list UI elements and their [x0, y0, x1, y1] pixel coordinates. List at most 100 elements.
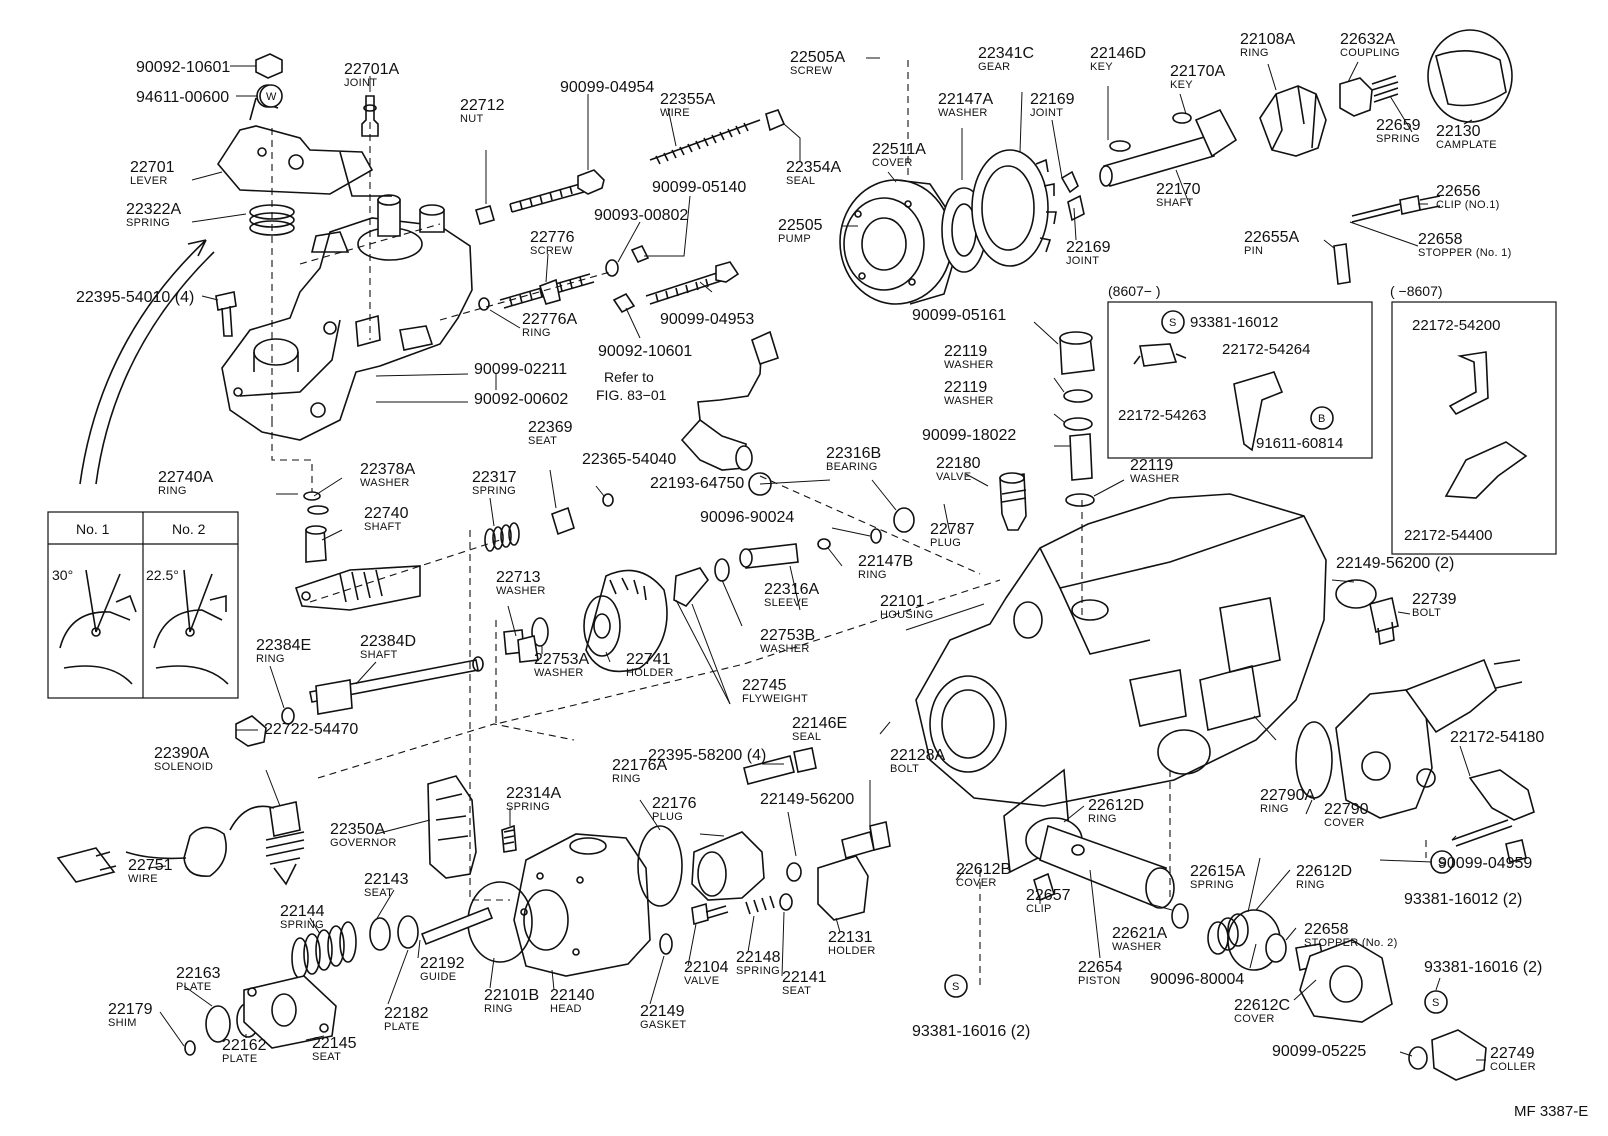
head-22140-drawing	[420, 825, 683, 977]
cover-22790-drawing	[1295, 658, 1523, 819]
part-number: 22722-54470	[264, 721, 358, 738]
flyweight-holder-drawing	[503, 567, 709, 673]
part-name: JOINT	[1066, 255, 1099, 267]
part-number: 90099-05225	[1272, 1043, 1366, 1060]
coupling-drawing	[1339, 75, 1399, 117]
part-number: 22144	[280, 903, 325, 920]
part-number: 22143	[364, 871, 409, 888]
part-number: 22170	[1156, 181, 1201, 198]
part-name: JOINT	[344, 77, 377, 89]
inset-left-item: 22172-54263	[1118, 407, 1206, 424]
part-number: 22621A	[1112, 925, 1167, 942]
part-number: 22712	[460, 97, 505, 114]
part-number: 22146E	[792, 715, 847, 732]
part-number: 22655A	[1244, 229, 1299, 246]
part-number: 22101B	[484, 987, 539, 1004]
part-number: 22790	[1324, 801, 1369, 818]
leader-lines	[147, 57, 1486, 1061]
part-name: WASHER	[1112, 941, 1162, 953]
part-name: SCREW	[790, 65, 833, 77]
callout: 90099-05140	[652, 179, 746, 196]
part-drawings	[47, 29, 1557, 1081]
symbol-s: S	[1169, 317, 1177, 329]
part-number: 22130	[1436, 123, 1481, 140]
part-name: VALVE	[936, 471, 971, 483]
part-name: RING	[484, 1003, 513, 1015]
bolt-22395-54010-drawing	[215, 291, 237, 337]
pump-housing-drawing	[915, 493, 1327, 874]
inset-right-title: ( −8607)	[1390, 283, 1443, 299]
part-name: SHAFT	[364, 521, 402, 533]
part-name: BOLT	[1412, 607, 1441, 619]
part-number: 22162	[222, 1037, 267, 1054]
part-number: 22149-56200 (2)	[1336, 555, 1454, 572]
cover-22612c-drawing	[1207, 909, 1487, 1081]
part-name: STOPPER (No. 2)	[1304, 937, 1398, 949]
part-number: 90092-00602	[474, 391, 568, 408]
part-name: NUT	[460, 113, 484, 125]
part-number: 93381-16016 (2)	[1424, 959, 1542, 976]
part-name: RING	[158, 485, 187, 497]
joint-22701a-drawing	[361, 95, 379, 137]
bracket-22172-54180-drawing	[1451, 769, 1535, 863]
part-number: 22182	[384, 1005, 429, 1022]
part-number: 90099-05161	[912, 307, 1006, 324]
callout: 22149-56200 (2)	[1336, 555, 1454, 572]
callout: 22395-54010 (4)	[76, 289, 194, 306]
part-name: COVER	[956, 877, 997, 889]
inset-box-right	[1391, 301, 1557, 555]
part-number: 22658	[1418, 231, 1463, 248]
clip-stopper-pin-drawing	[1333, 195, 1441, 285]
callout: 90099-02211	[474, 361, 567, 378]
part-name: RING	[1260, 803, 1289, 815]
inset-left-title: (8607− )	[1108, 283, 1161, 299]
callout: 90099-05161	[912, 307, 1006, 324]
part-number: 22314A	[506, 785, 561, 802]
part-number: 22505A	[790, 49, 845, 66]
part-name: WASHER	[938, 107, 988, 119]
plates-drawing	[184, 975, 337, 1056]
inset-box-left	[1107, 301, 1373, 459]
part-number: 22179	[108, 1001, 153, 1018]
part-name: SOLENOID	[154, 761, 213, 773]
drive-ring-drawing	[1259, 85, 1327, 157]
part-name: WASHER	[760, 643, 810, 655]
part-number: 22776	[530, 229, 575, 246]
part-number: 22740	[364, 505, 409, 522]
part-name: WASHER	[534, 667, 584, 679]
gear-22341c-drawing	[971, 149, 1085, 267]
callout: 90099-18022	[922, 427, 1016, 444]
part-number: 94611-00600	[136, 89, 229, 106]
part-name: SEAL	[786, 175, 815, 187]
part-number: 22149	[640, 1003, 685, 1020]
part-number: 22147A	[938, 91, 993, 108]
part-number: 22657	[1026, 887, 1071, 904]
part-name: VALVE	[684, 975, 719, 987]
part-number: 22170A	[1170, 63, 1225, 80]
part-number: 90096-90024	[700, 509, 794, 526]
part-number: 22176A	[612, 757, 667, 774]
